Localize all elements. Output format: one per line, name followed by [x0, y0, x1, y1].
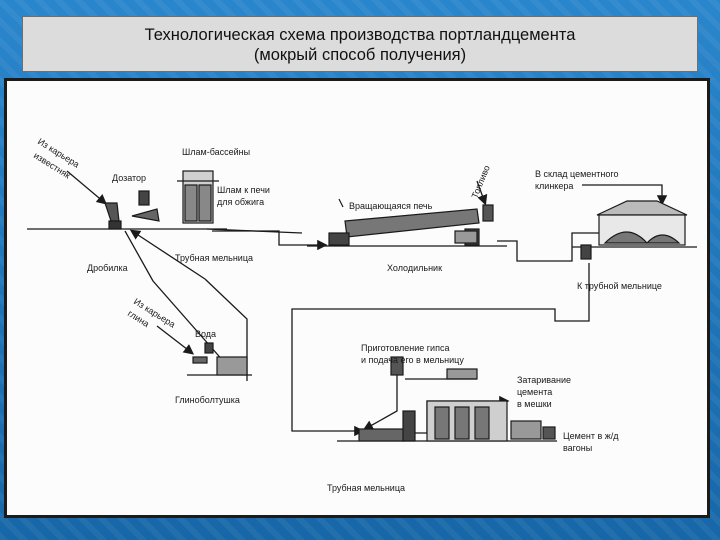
label-gypsum-prep-2: и подача его в мельницу [361, 355, 464, 365]
label-crusher: Дробилка [87, 263, 128, 273]
label-slurry-to-kiln-1: Шлам к печи [217, 185, 270, 195]
label-doser: Дозатор [112, 173, 146, 183]
label-rotary-kiln: Вращающаяся печь [349, 201, 433, 211]
label-water: Вода [195, 329, 216, 339]
label-to-clinker-warehouse-1: В склад цементного [535, 169, 618, 179]
label-bagging-1: Затаривание [517, 375, 571, 385]
clinker-warehouse-icon [580, 200, 688, 260]
limestone-crusher-icon [104, 202, 122, 230]
process-diagram: Из карьера известняк Дозатор Шлам-бассей… [27, 136, 697, 493]
label-to-tube-mill: К трубной мельнице [577, 281, 662, 291]
label-bagging-3: в мешки [517, 399, 552, 409]
label-slurry-to-kiln-2: для обжига [217, 197, 264, 207]
clay-mixer-icon [192, 342, 248, 376]
label-clay-mixer: Глиноболтушка [175, 395, 240, 405]
slide-title: Технологическая схема производства портл… [22, 16, 698, 72]
label-fuel: Топливо [470, 164, 492, 200]
cooler-icon [454, 230, 478, 244]
diagram-frame: Из карьера известняк Дозатор Шлам-бассей… [4, 78, 710, 518]
slurry-basins-icon [177, 170, 219, 224]
title-line-1: Технологическая схема производства портл… [144, 26, 576, 44]
label-tube-mill-1: Трубная мельница [175, 253, 253, 263]
label-to-clinker-warehouse-2: клинкера [535, 181, 573, 191]
label-tube-mill-2: Трубная мельница [327, 483, 405, 493]
label-bagging-2: цемента [517, 387, 552, 397]
label-rail-1: Цемент в ж/д [563, 431, 619, 441]
title-line-2: (мокрый способ получения) [253, 46, 467, 64]
label-slurry-basins: Шлам-бассейны [182, 147, 250, 157]
label-rail-2: вагоны [563, 443, 592, 453]
ground-lines [27, 228, 697, 442]
cement-mill-icon [358, 410, 416, 442]
label-gypsum-prep-1: Приготовление гипса [361, 343, 449, 353]
label-cooler: Холодильник [387, 263, 442, 273]
doser-icon [131, 190, 160, 222]
diagram-labels: Из карьера известняк Дозатор Шлам-бассей… [32, 136, 662, 493]
bagging-silos-icon [426, 400, 556, 442]
gypsum-station-icon [390, 356, 478, 380]
